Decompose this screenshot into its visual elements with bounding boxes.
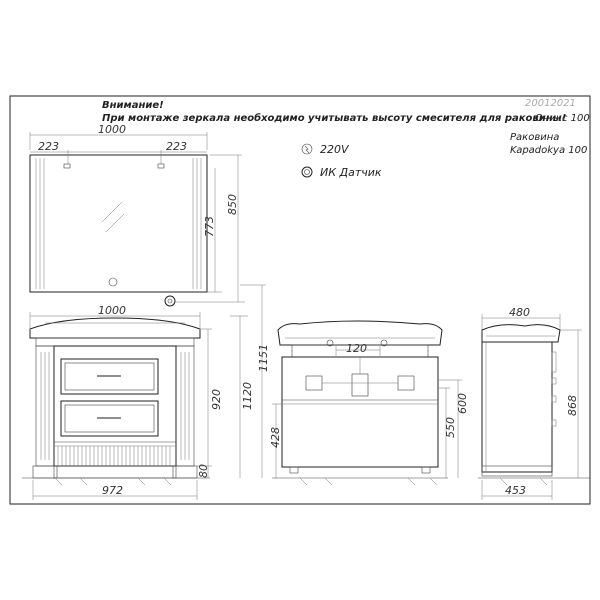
mirror-width-label: 1000	[98, 123, 126, 136]
mirror-width-dimension	[29, 132, 208, 150]
pipe-spacing-label: 120	[346, 342, 367, 355]
cabinet-width-label: 1000	[98, 304, 126, 317]
height-80-label: 80	[197, 464, 210, 478]
sheet-frame	[9, 95, 591, 505]
mirror-height-850-label: 850	[226, 194, 239, 215]
cabinet-front-view	[29, 317, 201, 479]
depth-480-label: 480	[509, 306, 530, 319]
sink-model: Kapadokya 100	[510, 145, 587, 156]
height-1120-label: 1120	[241, 382, 254, 410]
power-label: 220V	[320, 143, 350, 156]
ir-sensor-icon	[301, 166, 313, 178]
plinth-width-label: 972	[102, 484, 123, 497]
height-868-label: 868	[566, 395, 579, 416]
sensor-label: ИК Датчик	[320, 166, 382, 179]
mirror-sensor-icon	[164, 295, 176, 307]
mirror-right-offset-label: 223	[166, 140, 187, 153]
warning-text: При монтаже зеркала необходимо учитывать…	[102, 112, 566, 124]
depth-453-label: 453	[505, 484, 526, 497]
height-428-label: 428	[269, 427, 282, 448]
drawing-code: 20012021	[525, 98, 576, 109]
mirror-height-773-label: 773	[203, 216, 216, 237]
mirror-left-offset-label: 223	[38, 140, 59, 153]
mirror-height-dimension	[175, 154, 245, 303]
product-name: Оникс 100	[535, 113, 590, 124]
mirror	[29, 154, 208, 293]
warning-title: Внимание!	[102, 100, 164, 111]
cabinet-rear-view	[277, 320, 443, 474]
power-socket-icon	[301, 143, 313, 155]
sink-label: Раковина	[510, 132, 559, 143]
height-920-label: 920	[210, 389, 223, 410]
cabinet-side-view	[481, 324, 561, 477]
height-600-label: 600	[456, 393, 469, 414]
height-1151-label: 1151	[257, 344, 270, 372]
height-550-label: 550	[444, 417, 457, 438]
